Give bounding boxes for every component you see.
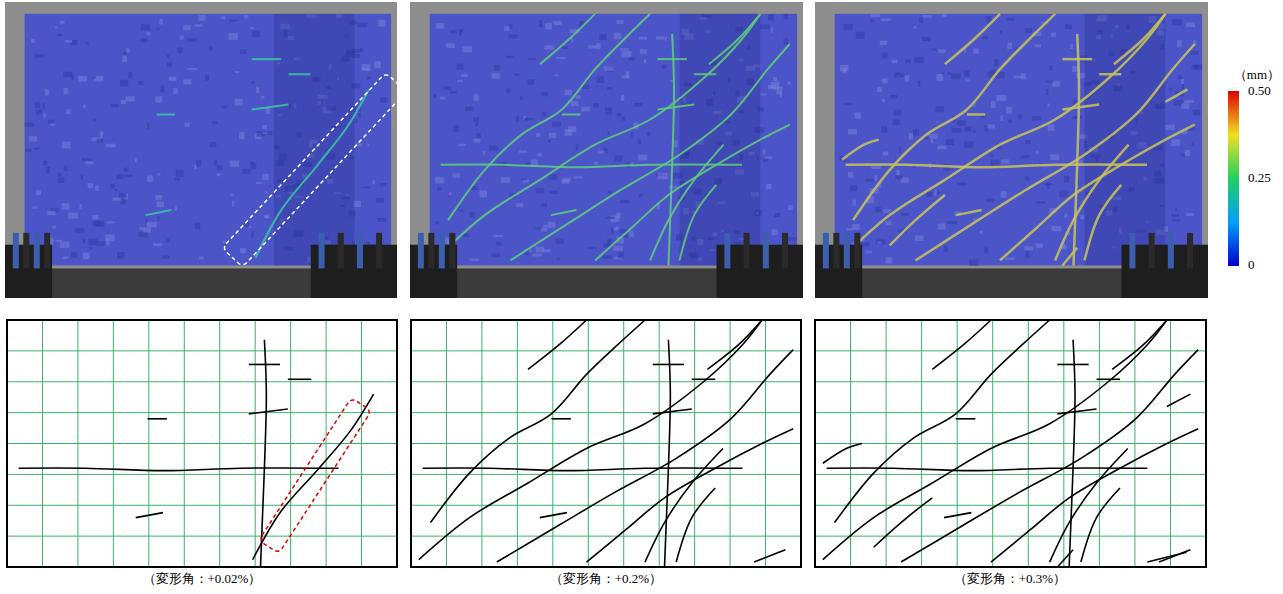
crack-map: [7, 320, 397, 567]
scale-label: 0.25: [1248, 171, 1271, 185]
crack-map: [815, 320, 1206, 567]
panel-caption: （変形角：+0.2%）: [550, 572, 662, 586]
dic-photo: [815, 2, 1208, 298]
panel-caption: （変形角：+0.3%）: [954, 572, 1066, 586]
scale-label: （mm）: [1234, 68, 1280, 82]
dic-photo: [410, 2, 803, 298]
scale-label: 0: [1248, 258, 1255, 272]
color-bar: [1228, 91, 1239, 266]
dic-photo: [5, 2, 406, 298]
panel-caption: （変形角：+0.02%）: [143, 572, 262, 586]
crack-map: [411, 320, 801, 567]
scale-label: 0.50: [1248, 84, 1271, 98]
